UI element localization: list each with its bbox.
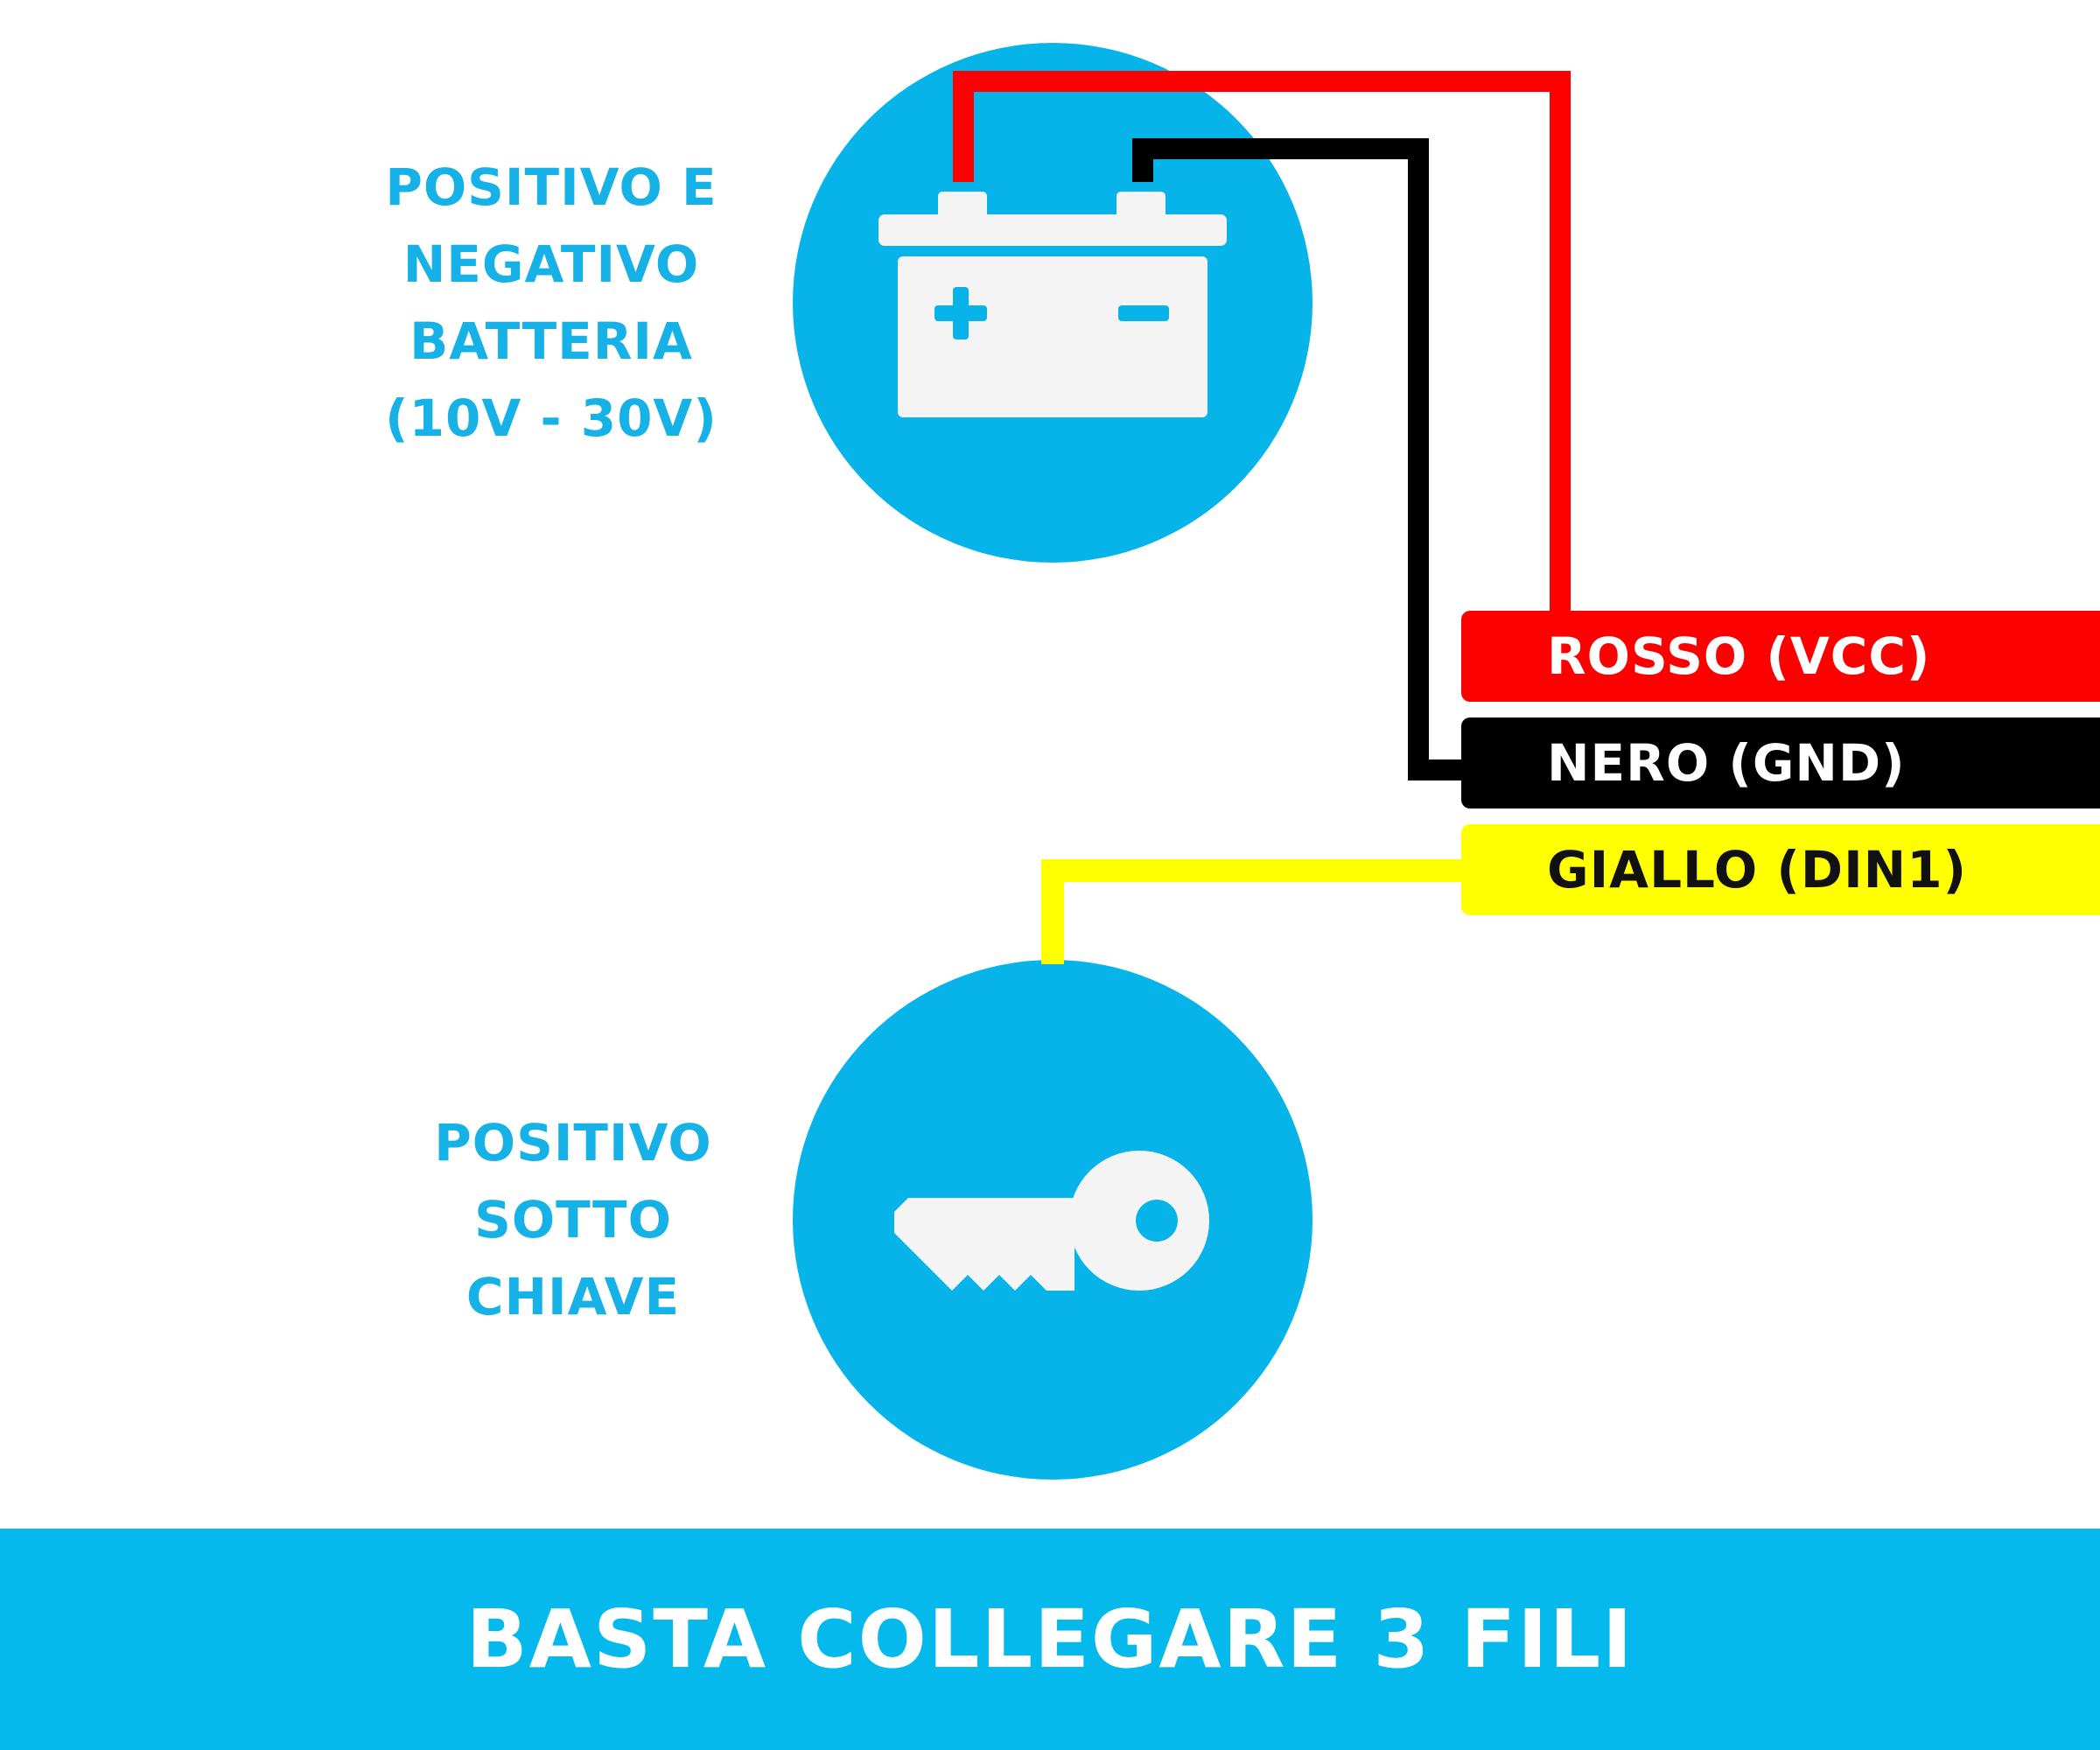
car-battery-icon (878, 192, 1227, 417)
ignition-label-line: SOTTO (474, 1190, 672, 1250)
ignition-label: POSITIVO SOTTO CHIAVE (368, 1104, 779, 1335)
yellow-wire-label: GIALLO (DIN1) (1547, 840, 1968, 900)
yellow-wire-tag: GIALLO (DIN1) (1461, 824, 2100, 915)
footer-title: BASTA COLLEGARE 3 FILI (466, 1592, 1634, 1686)
battery-label-line: (10V - 30V) (385, 388, 718, 448)
battery-circle (793, 43, 1312, 563)
red-wire-tag: ROSSO (VCC) (1461, 611, 2100, 702)
ignition-label-line: CHIAVE (466, 1267, 681, 1326)
ignition-label-line: POSITIVO (434, 1113, 712, 1172)
key-icon (894, 1151, 1209, 1291)
battery-label-line: POSITIVO E (385, 158, 718, 217)
battery-label-line: NEGATIVO (402, 234, 700, 294)
black-wire (1132, 138, 1470, 780)
battery-label-line: BATTERIA (410, 312, 693, 371)
ignition-key-circle (793, 960, 1312, 1480)
battery-label: POSITIVO E NEGATIVO BATTERIA (10V - 30V) (341, 149, 761, 457)
red-wire (953, 71, 1571, 612)
black-wire-tag: NERO (GND) (1461, 718, 2100, 808)
red-wire-label: ROSSO (VCC) (1547, 626, 1931, 686)
black-wire-label: NERO (GND) (1547, 733, 1906, 793)
footer-banner: BASTA COLLEGARE 3 FILI (0, 1529, 2100, 1750)
yellow-wire (1041, 859, 1470, 964)
